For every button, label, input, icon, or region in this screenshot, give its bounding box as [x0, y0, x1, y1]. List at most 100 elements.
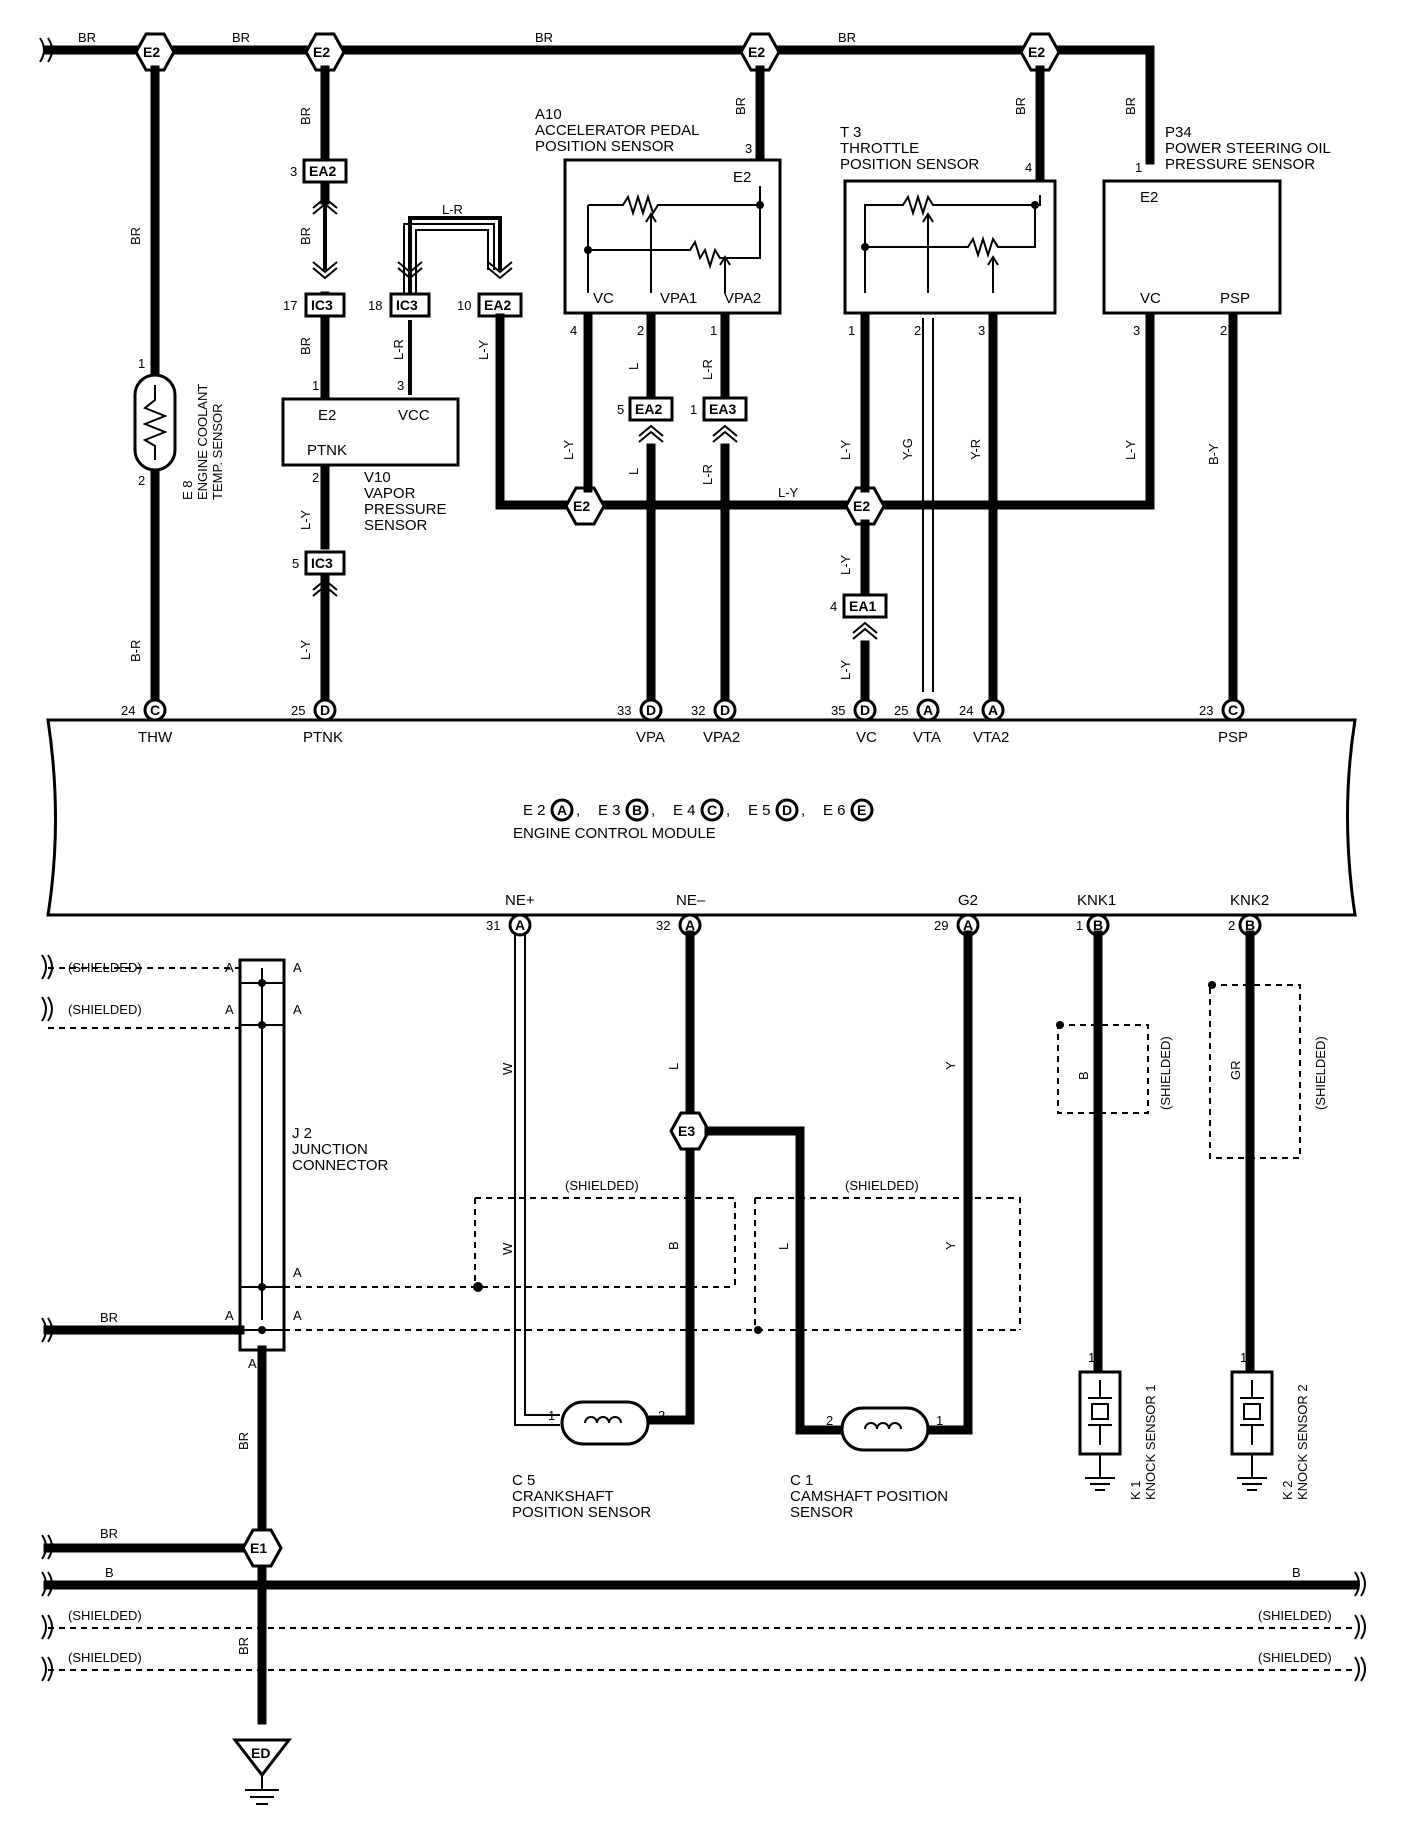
svg-text:D: D — [646, 702, 656, 718]
c1-id: C 1 — [790, 1472, 813, 1489]
svg-text:B: B — [1093, 917, 1103, 933]
wire-color-y-g: Y-G — [900, 438, 915, 460]
wire-color-l-y: L-Y — [1123, 439, 1138, 460]
c5-sensor: 1 2 C 5 CRANKSHAFT POSITION SENSOR — [512, 1400, 665, 1521]
pin-num: 10 — [457, 298, 471, 313]
ecm-title: ENGINE CONTROL MODULE — [513, 825, 716, 842]
wire-color-br: BR — [298, 107, 313, 125]
terminal-label: VTA — [913, 729, 941, 746]
wire-color-br: BR — [298, 337, 313, 355]
terminal-label: VPA — [636, 729, 665, 746]
wire-color-y: Y — [943, 1241, 958, 1250]
pin-num: 3 — [978, 323, 985, 338]
a10-e2: E2 — [733, 169, 751, 186]
wire-color-br: BR — [1123, 97, 1138, 115]
bus-br-label: BR — [535, 30, 553, 45]
a10-vc: VC — [593, 290, 614, 307]
wire-color-y-r: Y-R — [968, 439, 983, 460]
wire-color-l-y: L-Y — [298, 509, 313, 530]
conn-ea2: EA2 — [484, 297, 511, 313]
pin-num: 2 — [312, 470, 319, 485]
p34-psp: PSP — [1220, 290, 1250, 307]
pin-num: 5 — [617, 402, 624, 417]
svg-text:29: 29 — [934, 918, 948, 933]
wire-color-l-r: L-R — [700, 464, 715, 485]
wire-color-l: L — [776, 1243, 791, 1250]
svg-text:32: 32 — [656, 918, 670, 933]
p34-sensor: BR P34 POWER STEERING OIL PRESSURE SENSO… — [1102, 97, 1331, 705]
wire-color-l-y: L-Y — [838, 439, 853, 460]
wire-color-br: BR — [236, 1432, 251, 1450]
svg-text:,: , — [801, 802, 805, 819]
svg-text:C: C — [150, 702, 160, 718]
ground-ed: ED — [251, 1745, 270, 1761]
wire-color-l-y: L-Y — [476, 339, 491, 360]
j2-pin: A — [293, 960, 302, 975]
wire-color-br: BR — [236, 1637, 251, 1655]
ne-minus-circuit: L B E3 L Y Y (SHIELDED) — [645, 930, 1021, 1435]
c5-name2: POSITION SENSOR — [512, 1504, 651, 1521]
a10-id: A10 — [535, 106, 562, 123]
svg-text:A: A — [988, 702, 998, 718]
svg-text:25: 25 — [894, 703, 908, 718]
terminal-label: KNK2 — [1230, 892, 1269, 909]
p34-e2: E2 — [1140, 189, 1158, 206]
p34-vc: VC — [1140, 290, 1161, 307]
a10-name2: POSITION SENSOR — [535, 138, 674, 155]
wire-color-b-y: B-Y — [1206, 443, 1221, 465]
pin-num: 2 — [826, 1413, 833, 1428]
shielded-label: (SHIELDED) — [68, 1608, 142, 1623]
k1-id: K 1 — [1128, 1480, 1143, 1500]
pin-num: 1 — [848, 323, 855, 338]
j2-pin: A — [225, 1308, 234, 1323]
splice-e3: E3 — [678, 1123, 695, 1139]
svg-text:E 6: E 6 — [823, 802, 846, 819]
wire-color-l: L — [626, 468, 641, 475]
k2-id: K 2 — [1280, 1480, 1295, 1500]
svg-text:2: 2 — [1228, 918, 1235, 933]
pin-num: 3 — [397, 378, 404, 393]
wire-color-br: BR — [733, 97, 748, 115]
wire-color-br: BR — [100, 1310, 118, 1325]
v10-ptnk: PTNK — [307, 442, 347, 459]
c5-name1: CRANKSHAFT — [512, 1488, 614, 1505]
shielded-label: (SHIELDED) — [1258, 1650, 1332, 1665]
svg-text:C: C — [707, 802, 717, 818]
svg-text:E 3: E 3 — [598, 802, 621, 819]
svg-text:C: C — [1228, 702, 1238, 718]
pin-num: 1 — [138, 356, 145, 371]
shielded-label: (SHIELDED) — [565, 1178, 639, 1193]
shielded-label: (SHIELDED) — [845, 1178, 919, 1193]
wire-color-l-r: L-R — [391, 339, 406, 360]
pin-num: 3 — [290, 164, 297, 179]
splice-label: E2 — [143, 44, 160, 60]
splice-label: E2 — [1028, 44, 1045, 60]
a10-vpa2: VPA2 — [724, 290, 761, 307]
wire-color-l-y: L-Y — [838, 554, 853, 575]
wire-color-l-y: L-Y — [561, 439, 576, 460]
shielded-label: (SHIELDED) — [68, 1002, 142, 1017]
t3-sensor: BR T 3 THROTTLE POSITION SENSOR 4 1 2 3 … — [830, 65, 1057, 705]
svg-text:E 4: E 4 — [673, 802, 696, 819]
ecm-bottom-terminals: NE+ A 31 NE– A 32 G2 A 29 KNK1 B 1 KNK2 … — [486, 892, 1269, 937]
bus-br-label: BR — [232, 30, 250, 45]
pin-num: 1 — [1135, 160, 1142, 175]
shielded-label: (SHIELDED) — [68, 960, 142, 975]
svg-text:E 2: E 2 — [523, 802, 546, 819]
ground-bus: BR E1 B B (SHIELDED) (SHIELDED) (SHIELDE… — [41, 1526, 1366, 1805]
bus-br-label: BR — [78, 30, 96, 45]
conn-ea2: EA2 — [309, 163, 336, 179]
j2-junction: (SHIELDED) (SHIELDED) A A A A A A A A J … — [41, 954, 1020, 1725]
terminal-label: PSP — [1218, 729, 1248, 746]
conn-ea2: EA2 — [635, 401, 662, 417]
j2-pin: A — [293, 1308, 302, 1323]
k2-name: KNOCK SENSOR 2 — [1295, 1384, 1310, 1500]
conn-ic3: IC3 — [311, 297, 333, 313]
j2-pin: A — [293, 1002, 302, 1017]
wire-color-b: B — [1076, 1071, 1091, 1080]
v10-id: V10 — [364, 469, 391, 486]
pin-num: 1 — [1240, 1350, 1247, 1365]
c1-name2: SENSOR — [790, 1504, 854, 1521]
svg-text:,: , — [651, 802, 655, 819]
